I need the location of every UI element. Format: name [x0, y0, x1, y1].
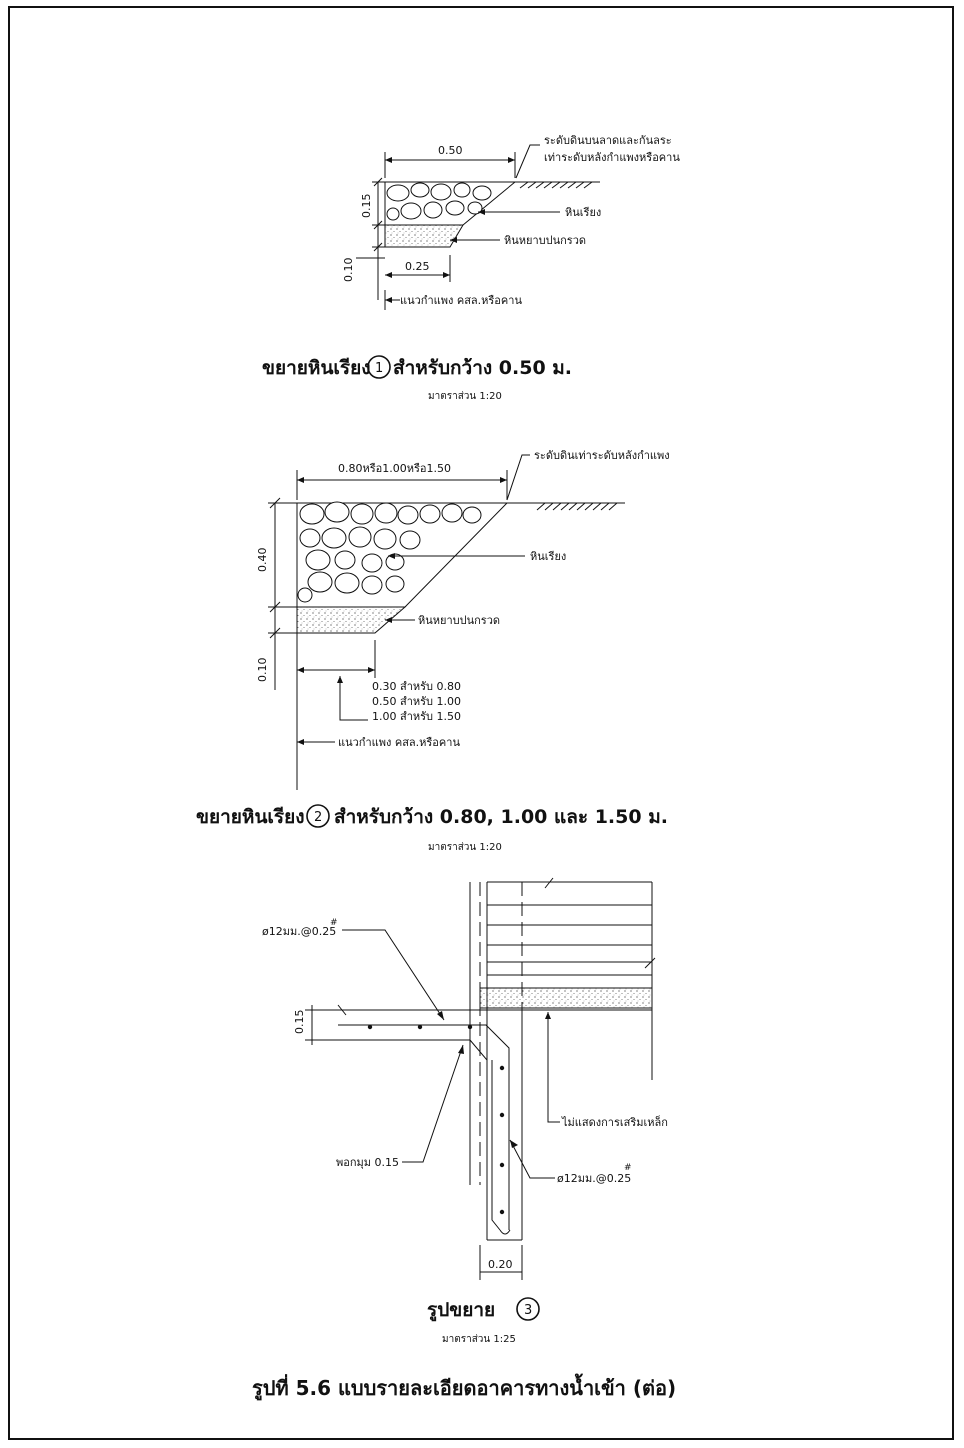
d1-dim-top: 0.50 — [438, 144, 463, 157]
d2-title-b: สำหรับกว้าง 0.80, 1.00 และ 1.50 ม. — [334, 806, 668, 828]
d1-dim-side-b: 0.10 — [342, 258, 355, 283]
d2-scale: มาตราส่วน 1:20 — [428, 842, 502, 853]
d3-dim-side: 0.15 — [293, 1010, 306, 1035]
d1-stones — [386, 182, 492, 221]
d3-rebar-top-mark: # — [330, 918, 338, 928]
d2-dim-top: 0.80หรือ1.00หรือ1.50 — [338, 462, 451, 475]
d1-note-ground-l1: ระดับดินบนลาดและกันลระ — [544, 134, 672, 147]
d3-rebar-vert-mark: # — [624, 1163, 632, 1173]
figure-caption: รูปที่ 5.6 แบบรายละเอียดอาคารทางน้ำเข้า … — [252, 1373, 676, 1402]
page-frame — [8, 6, 954, 1440]
d1-note-gravel: หินหยาบปนกรวด — [504, 234, 586, 247]
d2-stones — [297, 501, 482, 603]
d1-dim-bottom: 0.25 — [405, 260, 430, 273]
detail-2: 0.80หรือ1.00หรือ1.50 ระดับดินเท่าระดับหล… — [196, 449, 670, 853]
detail-1: 0.50 — [262, 134, 680, 402]
d3-note-fillet: พอกมุม 0.15 — [336, 1156, 399, 1169]
d2-table-row-3: 1.00 สำหรับ 1.50 — [372, 710, 461, 723]
d3-rebar-top: ø12มม.@0.25 — [262, 925, 336, 938]
d2-note-ground: ระดับดินเท่าระดับหลังกำแพง — [534, 449, 670, 462]
d2-title-a: ขยายหินเรียง — [196, 806, 305, 828]
d3-dim-bottom: 0.20 — [488, 1258, 513, 1271]
d1-title-num: 1 — [375, 361, 383, 376]
d3-note-no-rebar: ไม่แสดงการเสริมเหล็ก — [561, 1115, 668, 1129]
d2-note-riprap: หินเรียง — [530, 550, 566, 563]
d1-scale: มาตราส่วน 1:20 — [428, 391, 502, 402]
d1-note-ground-l2: เท่าระดับหลังกำแพงหรือคาน — [544, 151, 680, 164]
d1-note-riprap: หินเรียง — [565, 206, 601, 219]
d2-note-gravel: หินหยาบปนกรวด — [418, 614, 500, 627]
d1-title-a: ขยายหินเรียง — [262, 357, 371, 379]
d2-table-row-1: 0.30 สำหรับ 0.80 — [372, 680, 461, 693]
d3-rebar-vert: ø12มม.@0.25 — [557, 1172, 631, 1185]
d2-table-row-2: 0.50 สำหรับ 1.00 — [372, 695, 461, 708]
d2-dim-side-b: 0.10 — [256, 658, 269, 683]
d2-title-num: 2 — [314, 810, 322, 825]
d3-title-a: รูปขยาย — [427, 1299, 495, 1322]
d3-title-num: 3 — [524, 1303, 532, 1318]
d1-note-wall: แนวกำแพง คสล.หรือคาน — [400, 294, 522, 307]
detail-3: 0.15 ø12มม.@0.25 # ไม่แสดงการเสริมเหล็ก … — [262, 877, 668, 1345]
d1-dim-side-a: 0.15 — [360, 194, 373, 219]
d3-scale: มาตราส่วน 1:25 — [442, 1334, 516, 1345]
d1-title-b: สำหรับกว้าง 0.50 ม. — [393, 357, 572, 379]
d2-note-wall: แนวกำแพง คสล.หรือคาน — [338, 736, 460, 749]
d2-dim-side-a: 0.40 — [256, 548, 269, 573]
